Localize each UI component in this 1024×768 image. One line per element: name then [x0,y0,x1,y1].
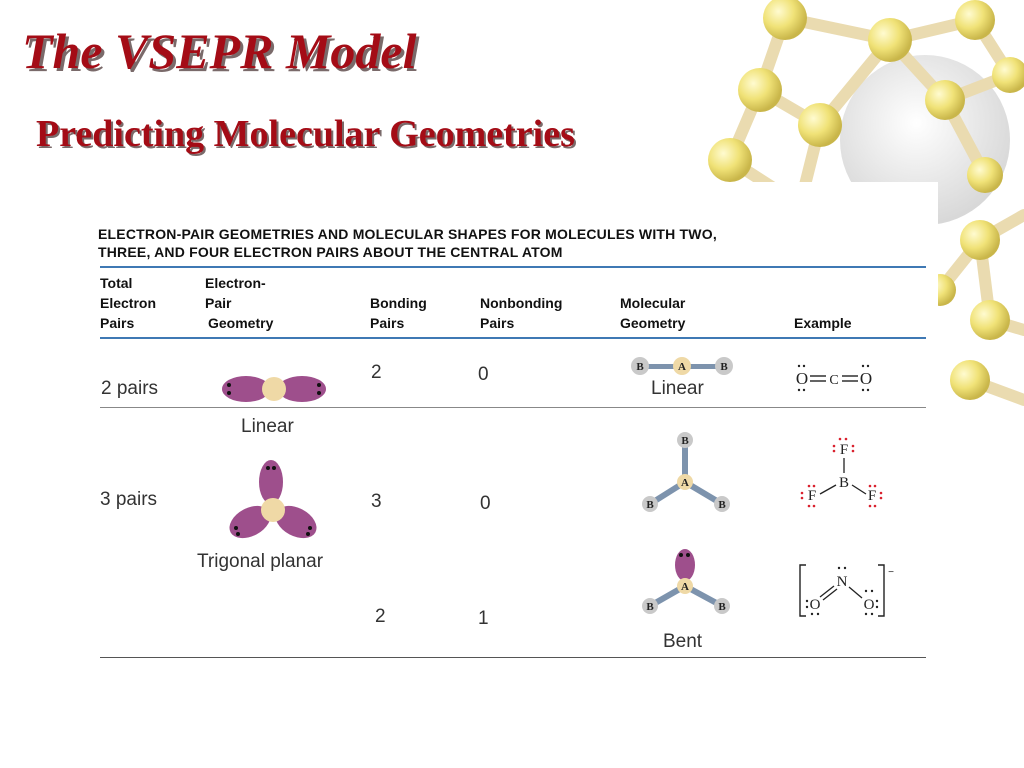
table-heading-line2: THREE, AND FOUR ELECTRON PAIRS ABOUT THE… [98,244,563,260]
header-rule [100,337,926,339]
co2-lewis-structure: O C O [796,364,872,392]
trigonal-planar-electron-pair-model [229,460,317,539]
atom-label-b: B [718,601,726,613]
top-rule [100,266,926,268]
row3-nonbonding: 1 [478,608,489,629]
ion-charge: − [888,567,894,578]
atom-o: O [810,597,821,613]
slide-subtitle: Predicting Molecular Geometries [36,113,575,155]
atom-f: F [808,488,816,504]
atom-label-b: B [681,435,689,447]
atom-f: F [868,488,876,504]
atom-label-a: A [681,477,689,489]
row2-total: 3 pairs [100,489,158,510]
atom-label-b: B [646,499,654,511]
table-heading: ELECTRON-PAIR GEOMETRIES AND MOLECULAR S… [98,225,717,261]
row2-bonding: 3 [371,491,382,512]
linear-electron-pair-model [222,376,326,402]
slide-title: The VSEPR Model [22,23,417,79]
atom-label-b: B [720,361,728,373]
atom-f: F [840,442,848,458]
atom-o: O [860,369,872,388]
table-heading-line1: ELECTRON-PAIR GEOMETRIES AND MOLECULAR S… [98,226,717,242]
row3-bonding: 2 [375,606,386,627]
bent-molecule-model: B B A [642,549,730,614]
atom-c: C [829,373,838,388]
row1-molecular-geometry: Linear [651,378,704,399]
col-header-example: Example [794,315,852,331]
atom-o: O [864,597,875,613]
atom-label-a: A [681,581,689,593]
table-panel [60,182,938,682]
trigonal-planar-molecule-model: B B B A [642,432,730,512]
linear-molecule-model: B A B [631,357,733,375]
atom-n: N [837,574,848,590]
atom-label-b: B [718,499,726,511]
row1-bonding: 2 [371,362,382,383]
bottom-rule [100,657,926,658]
atom-o: O [796,369,808,388]
row1-total: 2 pairs [101,378,159,399]
atom-label-a: A [678,361,686,373]
atom-b: B [839,475,849,491]
atom-label-b: B [636,361,644,373]
row2-electron-pair-geometry: Trigonal planar [197,551,324,572]
row1-electron-pair-geometry: Linear [241,416,294,437]
row3-molecular-geometry: Bent [663,631,703,652]
bf3-lewis-structure: F B F F [800,437,883,508]
atom-label-b: B [646,601,654,613]
row1-rule [100,407,926,408]
no2-lewis-structure: − N O O [799,564,894,617]
row1-nonbonding: 0 [478,364,489,385]
row2-nonbonding: 0 [480,493,491,514]
